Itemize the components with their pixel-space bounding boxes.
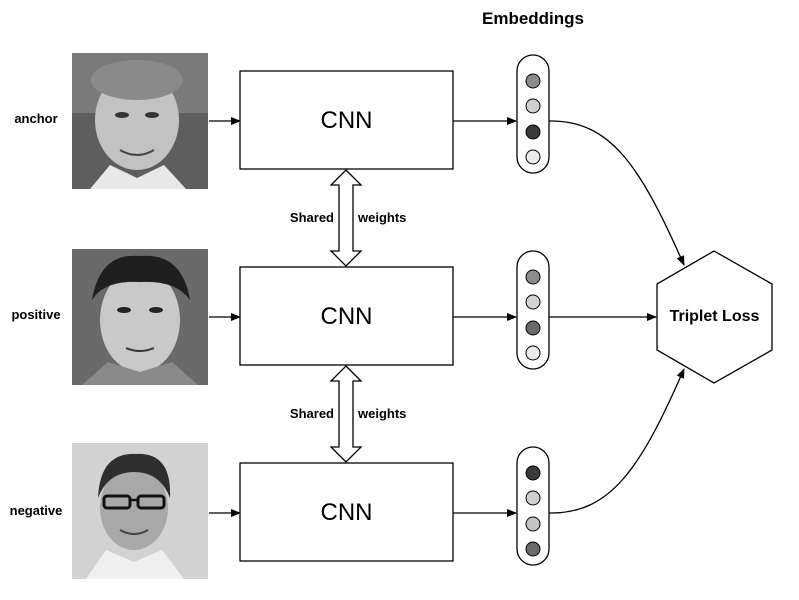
triplet-loss-hexagon — [656, 250, 773, 384]
cnn-box-positive — [239, 266, 454, 366]
weights-label-1: weights — [357, 210, 406, 225]
row-label-negative: negative — [10, 503, 63, 518]
embedding-dot — [525, 73, 541, 89]
cnn-label-anchor: CNN — [321, 107, 373, 134]
shared-label-2: Shared — [290, 406, 334, 421]
embedding-dot — [525, 294, 541, 310]
shared-weights-arrow-2 — [329, 365, 363, 463]
embedding-dot — [525, 269, 541, 285]
embedding-dot — [525, 98, 541, 114]
embedding-dot — [525, 541, 541, 557]
row-label-anchor: anchor — [14, 111, 57, 126]
embedding-dot — [525, 516, 541, 532]
embedding-dot — [525, 465, 541, 481]
loss-arrow-anchor — [548, 120, 685, 266]
cnn-box-anchor — [239, 70, 454, 170]
loss-arrow-negative — [548, 368, 685, 514]
shared-weights-arrow-1 — [329, 169, 363, 267]
negative-face-photo — [72, 443, 208, 579]
embeddings-title: Embeddings — [482, 9, 584, 28]
embedding-vector-positive — [516, 250, 550, 370]
triplet-loss-label: Triplet Loss — [670, 308, 760, 325]
cnn-label-negative: CNN — [321, 499, 373, 526]
embedding-dot — [525, 345, 541, 361]
row-label-positive: positive — [11, 307, 60, 322]
anchor-face-photo — [72, 53, 208, 189]
embedding-dot — [525, 124, 541, 140]
positive-face-photo — [72, 249, 208, 385]
embedding-vector-anchor — [516, 54, 550, 174]
embedding-dot — [525, 490, 541, 506]
cnn-label-positive: CNN — [321, 303, 373, 330]
embedding-vector-negative — [516, 446, 550, 566]
cnn-box-negative — [239, 462, 454, 562]
embedding-dot — [525, 149, 541, 165]
shared-label-1: Shared — [290, 210, 334, 225]
weights-label-2: weights — [357, 406, 406, 421]
embedding-dot — [525, 320, 541, 336]
